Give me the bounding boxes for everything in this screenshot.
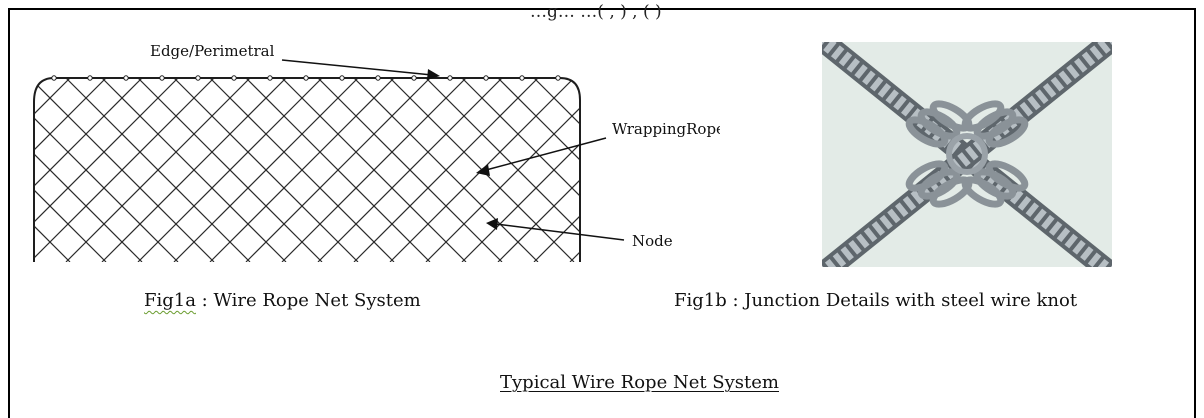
- mesh-strand: [714, 78, 720, 262]
- mesh-strand: [245, 78, 431, 262]
- edge-node: [519, 75, 525, 81]
- edge-node: [411, 75, 417, 81]
- mesh-strand: [678, 78, 720, 262]
- junction-knot-photo: [822, 42, 1112, 267]
- node-label: Node: [632, 232, 673, 250]
- wire-coil: [961, 100, 1005, 132]
- edge-node: [447, 75, 453, 81]
- cropped-header-text: …g… …( , ) , ( ): [530, 2, 662, 22]
- edge-arrow: [281, 59, 433, 76]
- mesh-strand: [353, 78, 539, 262]
- fig1a-caption-text: : Wire Rope Net System: [195, 290, 421, 311]
- edge-node: [231, 75, 237, 81]
- mesh-strand: [461, 78, 580, 262]
- edge-node: [195, 75, 201, 81]
- edge-perimetral-label: Edge/Perimetral: [150, 42, 275, 60]
- mesh-strand: [497, 78, 580, 262]
- mesh-strand: [317, 78, 503, 262]
- fig1b-caption: Fig1b : Junction Details with steel wire…: [674, 290, 1078, 311]
- edge-perimetral-rope: [33, 77, 581, 262]
- edge-node: [267, 75, 273, 81]
- mesh-strand: [34, 78, 179, 262]
- edge-node: [339, 75, 345, 81]
- mesh-strand: [533, 78, 580, 262]
- edge-node: [555, 75, 561, 81]
- knot-center: [946, 133, 988, 175]
- edge-nodes: [51, 75, 561, 81]
- edge-node: [303, 75, 309, 81]
- edge-node: [87, 75, 93, 81]
- mesh-strand: [34, 78, 107, 262]
- steel-cables: [822, 42, 1112, 267]
- mesh-strand: [34, 78, 107, 262]
- node-arrow-head: [486, 218, 498, 230]
- figure-title: Typical Wire Rope Net System: [500, 372, 779, 393]
- wire-knot-coils: [905, 100, 1029, 208]
- mesh-strand: [533, 78, 580, 262]
- wrapping-arrow-head: [476, 164, 490, 176]
- mesh-strand: [173, 78, 359, 262]
- wire-coil: [961, 176, 1005, 208]
- mesh-strand: [34, 78, 179, 262]
- mesh-strand: [497, 78, 580, 262]
- edge-arrow-head: [427, 69, 440, 80]
- edge-node: [159, 75, 165, 81]
- figure-frame: …g… …( , ) , ( ): [8, 2, 1196, 418]
- edge-node: [375, 75, 381, 81]
- edge-node: [483, 75, 489, 81]
- mesh-strand: [281, 78, 467, 262]
- mesh-strand: [678, 78, 720, 262]
- mesh-strand: [137, 78, 323, 262]
- fig1a-caption: Fig1a : Wire Rope Net System: [144, 290, 421, 311]
- wrapping-rope-label: WrappingRope: [612, 120, 720, 138]
- edge-node: [51, 75, 57, 81]
- edge-node: [123, 75, 129, 81]
- node-arrow: [495, 223, 625, 241]
- mesh-strand: [34, 78, 143, 262]
- mesh-strand: [34, 78, 71, 262]
- mesh-strand: [101, 78, 287, 262]
- mesh-strand: [34, 78, 215, 262]
- mesh-strand: [65, 78, 251, 262]
- wire-rope-net-diagram: Edge/Perimetral WrappingRope Node: [33, 42, 720, 262]
- mesh-strand: [714, 78, 720, 262]
- net-mesh: [34, 78, 720, 262]
- mesh-strand: [209, 78, 395, 262]
- fig1a-caption-prefix: Fig1a: [144, 290, 196, 311]
- mesh-strand: [34, 78, 71, 262]
- wrapping-arrow: [485, 137, 607, 171]
